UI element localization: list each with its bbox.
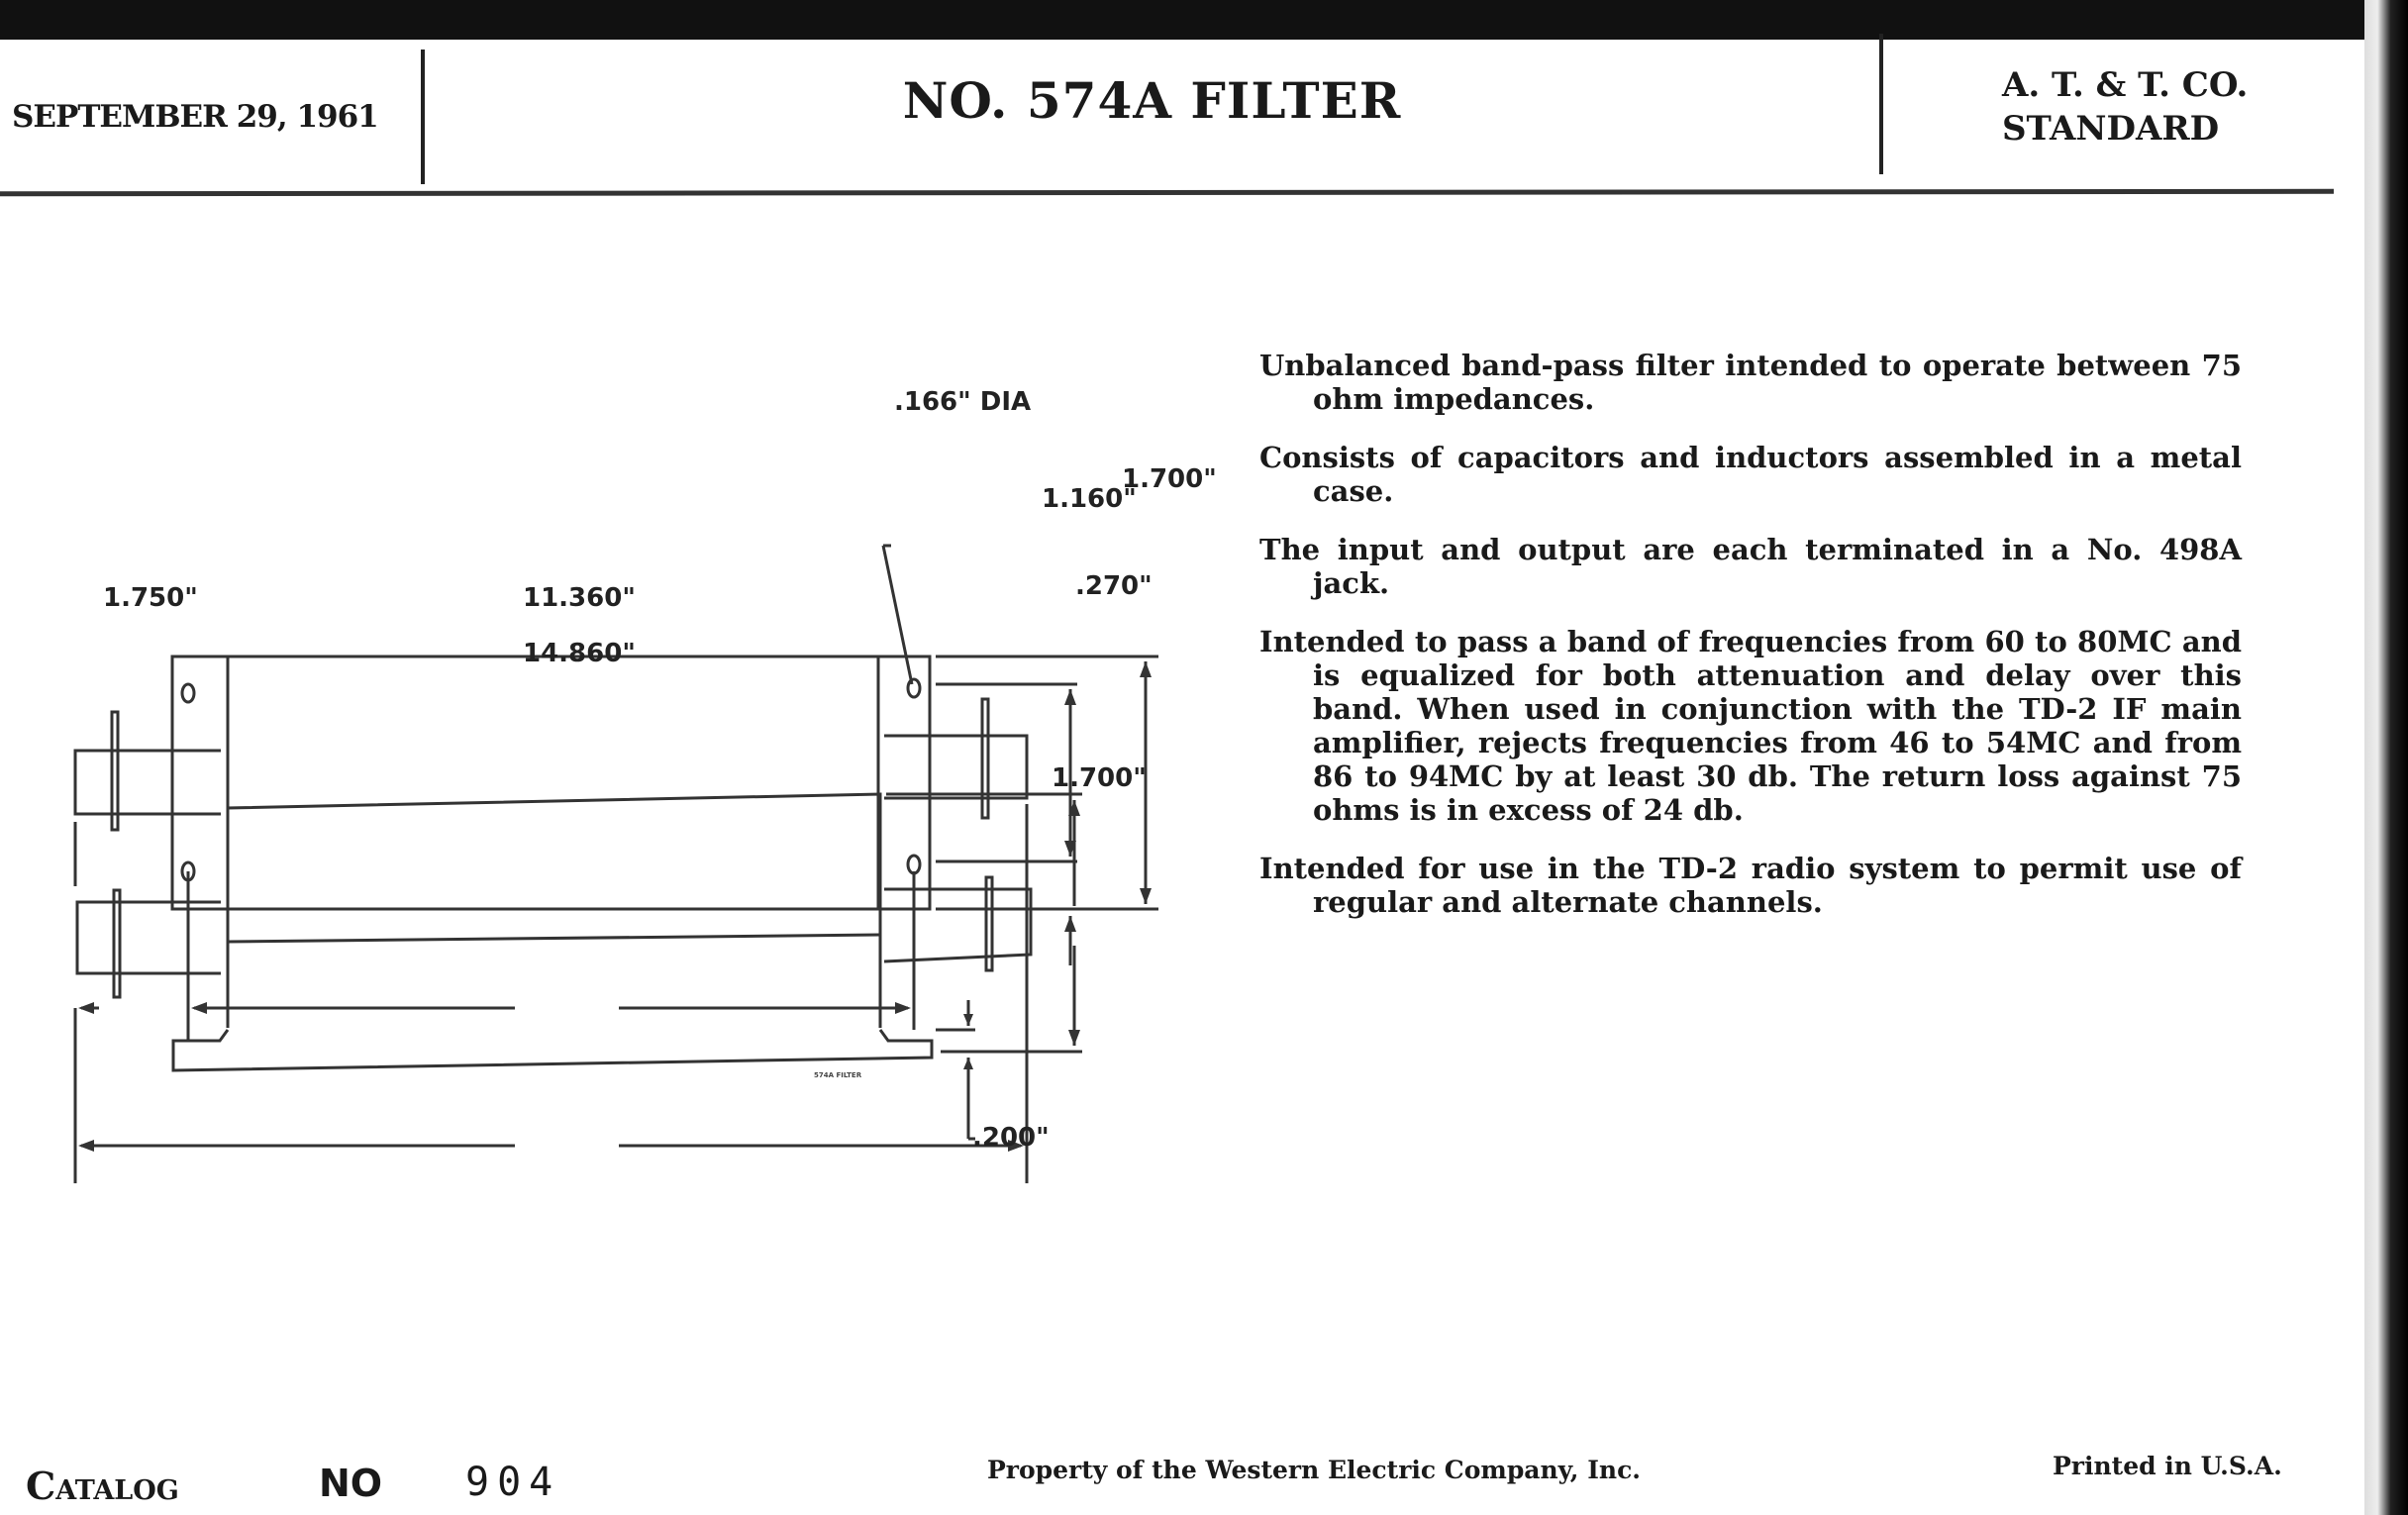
page-title: NO. 574A FILTER — [902, 71, 1402, 130]
header-divider — [1879, 34, 1883, 174]
catalog-no-label: NO — [319, 1462, 383, 1505]
left-jack-ring — [112, 888, 122, 999]
bracket-offset-label: .200" — [972, 1123, 1050, 1153]
scan-right-border — [2364, 0, 2408, 1515]
description-paragraph: Unbalanced band-pass filter intended to … — [1259, 349, 2242, 416]
catalog-number: 904 — [465, 1460, 561, 1505]
mounting-bracket — [171, 1029, 934, 1072]
standard-label: A. T. & T. CO. STANDARD — [2002, 63, 2248, 151]
left-jack-ring — [110, 710, 120, 832]
mount-hole — [906, 854, 922, 875]
overall-length-label: 14.860" — [523, 639, 636, 668]
case-outline — [226, 792, 882, 1028]
description: Unbalanced band-pass filter intended to … — [1259, 349, 2242, 944]
height-label: 1.700" — [1122, 464, 1217, 494]
property-notice: Property of the Western Electric Company… — [987, 1456, 1642, 1484]
printed-notice: Printed in U.S.A. — [2053, 1452, 2282, 1480]
case-seam — [227, 933, 881, 944]
dimension-arrows — [78, 661, 1152, 1152]
case-outline — [170, 655, 932, 911]
top-view — [73, 544, 1158, 1183]
header-divider — [421, 50, 425, 184]
right-jack-ring — [980, 697, 990, 820]
description-paragraph: Intended for use in the TD-2 radio syste… — [1259, 852, 2242, 919]
jack-length-label: 1.750" — [103, 583, 198, 613]
hole-centers-label: 11.360" — [523, 583, 636, 613]
dimension-arrows — [963, 800, 1080, 1069]
side-height-label: 1.700" — [1052, 763, 1147, 793]
right-jack — [884, 734, 1029, 800]
case-marking: 574A FILTER — [814, 1071, 862, 1079]
mount-hole — [180, 682, 196, 704]
issue-date: SEPTEMBER 29, 1961 — [12, 99, 379, 135]
hole-offset-label: .270" — [1075, 571, 1153, 601]
side-view — [75, 792, 1082, 1141]
scan-top-border — [0, 0, 2408, 40]
mount-hole — [906, 677, 922, 699]
right-jack — [883, 887, 1033, 963]
catalog-label: Catalog — [26, 1464, 179, 1508]
description-paragraph: The input and output are each terminated… — [1259, 533, 2242, 600]
description-paragraph: Intended to pass a band of frequencies f… — [1259, 625, 2242, 827]
hole-spacing-label: 1.160" — [1042, 484, 1137, 514]
standard-text: STANDARD — [2002, 109, 2220, 149]
hole-dia-label: .166" DIA — [894, 387, 1031, 417]
org-name: A. T. & T. CO. — [2002, 65, 2249, 105]
left-jack — [73, 749, 221, 816]
right-jack-ring — [984, 875, 994, 972]
description-paragraph: Consists of capacitors and inductors ass… — [1259, 441, 2242, 508]
left-jack — [75, 900, 221, 975]
